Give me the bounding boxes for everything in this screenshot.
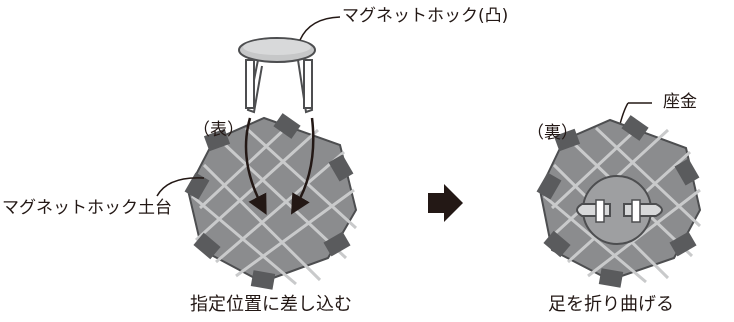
next-step-arrow <box>428 184 463 222</box>
insert-arrows <box>244 117 315 215</box>
lattice-base-front <box>184 113 358 290</box>
washer <box>576 175 663 245</box>
label-base: マグネットホック土台 <box>2 198 172 218</box>
label-back: （裏） <box>527 123 578 143</box>
label-hook-convex: マグネットホック(凸) <box>342 6 509 26</box>
caption-bend-legs: 足を折り曲げる <box>548 294 674 315</box>
magnet-hook-convex <box>238 37 316 114</box>
label-front: （表） <box>193 120 244 140</box>
caption-insert: 指定位置に差し込む <box>190 294 352 315</box>
label-washer: 座金 <box>663 92 697 112</box>
leader-lines <box>156 16 652 197</box>
